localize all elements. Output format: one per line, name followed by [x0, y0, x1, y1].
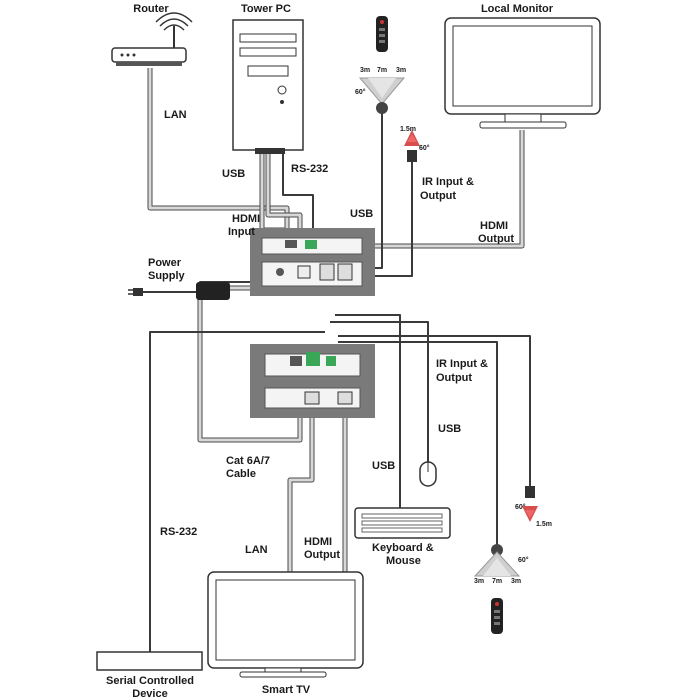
hdmi-output-top-label-2: Output: [478, 233, 514, 245]
ir-top-label-2: Output: [420, 190, 456, 202]
local-monitor-label: Local Monitor: [481, 3, 554, 15]
bottom-remote-angle: 60°: [518, 556, 529, 564]
keyboard: [354, 507, 451, 539]
serial-device-label-2: Device: [132, 688, 167, 700]
keyboard-mouse-label-1: Keyboard &: [372, 542, 434, 554]
mouse: [419, 461, 437, 487]
hdmi-output-bottom-label-2: Output: [304, 549, 340, 561]
tower-pc: [232, 19, 304, 154]
hdmi-output-bottom-label-1: HDMI: [304, 536, 332, 548]
top-remote-right-range: 3m: [396, 67, 406, 74]
hdbaset-transmitter: [250, 228, 375, 296]
rs232-top-label: RS-232: [291, 163, 328, 175]
ir-top-label-1: IR Input &: [422, 176, 474, 188]
bottom-remote-left-range: 3m: [474, 578, 484, 585]
top-remote-angle: 60°: [355, 88, 366, 96]
router-label: Router: [133, 3, 169, 15]
rs232-bottom-label: RS-232: [160, 526, 197, 538]
ir-remote-top: [376, 16, 388, 52]
ir-remote-bottom: [491, 598, 503, 634]
bottom-remote-right-range: 3m: [511, 578, 521, 585]
ir-bottom-label-2: Output: [436, 372, 472, 384]
top-emitter-angle: 60°: [419, 144, 430, 152]
usb-left-label: USB: [222, 168, 245, 180]
tower-pc-label: Tower PC: [241, 3, 291, 15]
hdmi-input-label-2: Input: [228, 226, 255, 238]
bottom-emitter-angle: 60°: [515, 503, 526, 511]
usb-bottom-label: USB: [372, 460, 395, 472]
cat-cable-label-1: Cat 6A/7: [226, 455, 270, 467]
power-supply: [128, 282, 230, 300]
ir-emitter-top: [404, 130, 420, 162]
top-emitter-distance: 1.5m: [400, 126, 416, 133]
smart-tv-label: Smart TV: [262, 684, 311, 696]
lan-top-label: LAN: [164, 109, 187, 121]
ir-bottom-label-1: IR Input &: [436, 358, 488, 370]
power-supply-label-1: Power: [148, 257, 182, 269]
hdbaset-receiver: [250, 344, 375, 418]
usb-right-label: USB: [438, 423, 461, 435]
serial-controlled-device: [96, 651, 203, 671]
hdmi-input-label-1: HDMI: [232, 213, 260, 225]
power-supply-label-2: Supply: [148, 270, 186, 282]
top-remote-center-range: 7m: [377, 67, 387, 74]
ir-receiver-top: [358, 77, 406, 114]
labels: Router Tower PC Local Monitor LAN USB RS…: [106, 3, 554, 700]
cat-cable-label-2: Cable: [226, 468, 256, 480]
smart-tv: [207, 571, 364, 678]
bottom-emitter-distance: 1.5m: [536, 521, 552, 528]
local-monitor: [444, 17, 601, 129]
ir-receiver-bottom: [473, 544, 521, 577]
router: [111, 12, 193, 66]
lan-bottom-label: LAN: [245, 544, 268, 556]
hdmi-output-top-label-1: HDMI: [480, 220, 508, 232]
cables: [140, 68, 531, 652]
top-remote-left-range: 3m: [360, 67, 370, 74]
ir-emitter-bottom: [522, 486, 538, 522]
keyboard-mouse-label-2: Mouse: [386, 555, 421, 567]
usb-mid-label: USB: [350, 208, 373, 220]
serial-device-label-1: Serial Controlled: [106, 675, 194, 687]
ir-range-labels: 3m 7m 3m 60° 1.5m 60° 60° 1.5m 60° 3m 7m…: [355, 67, 552, 585]
bottom-remote-center-range: 7m: [492, 578, 502, 585]
